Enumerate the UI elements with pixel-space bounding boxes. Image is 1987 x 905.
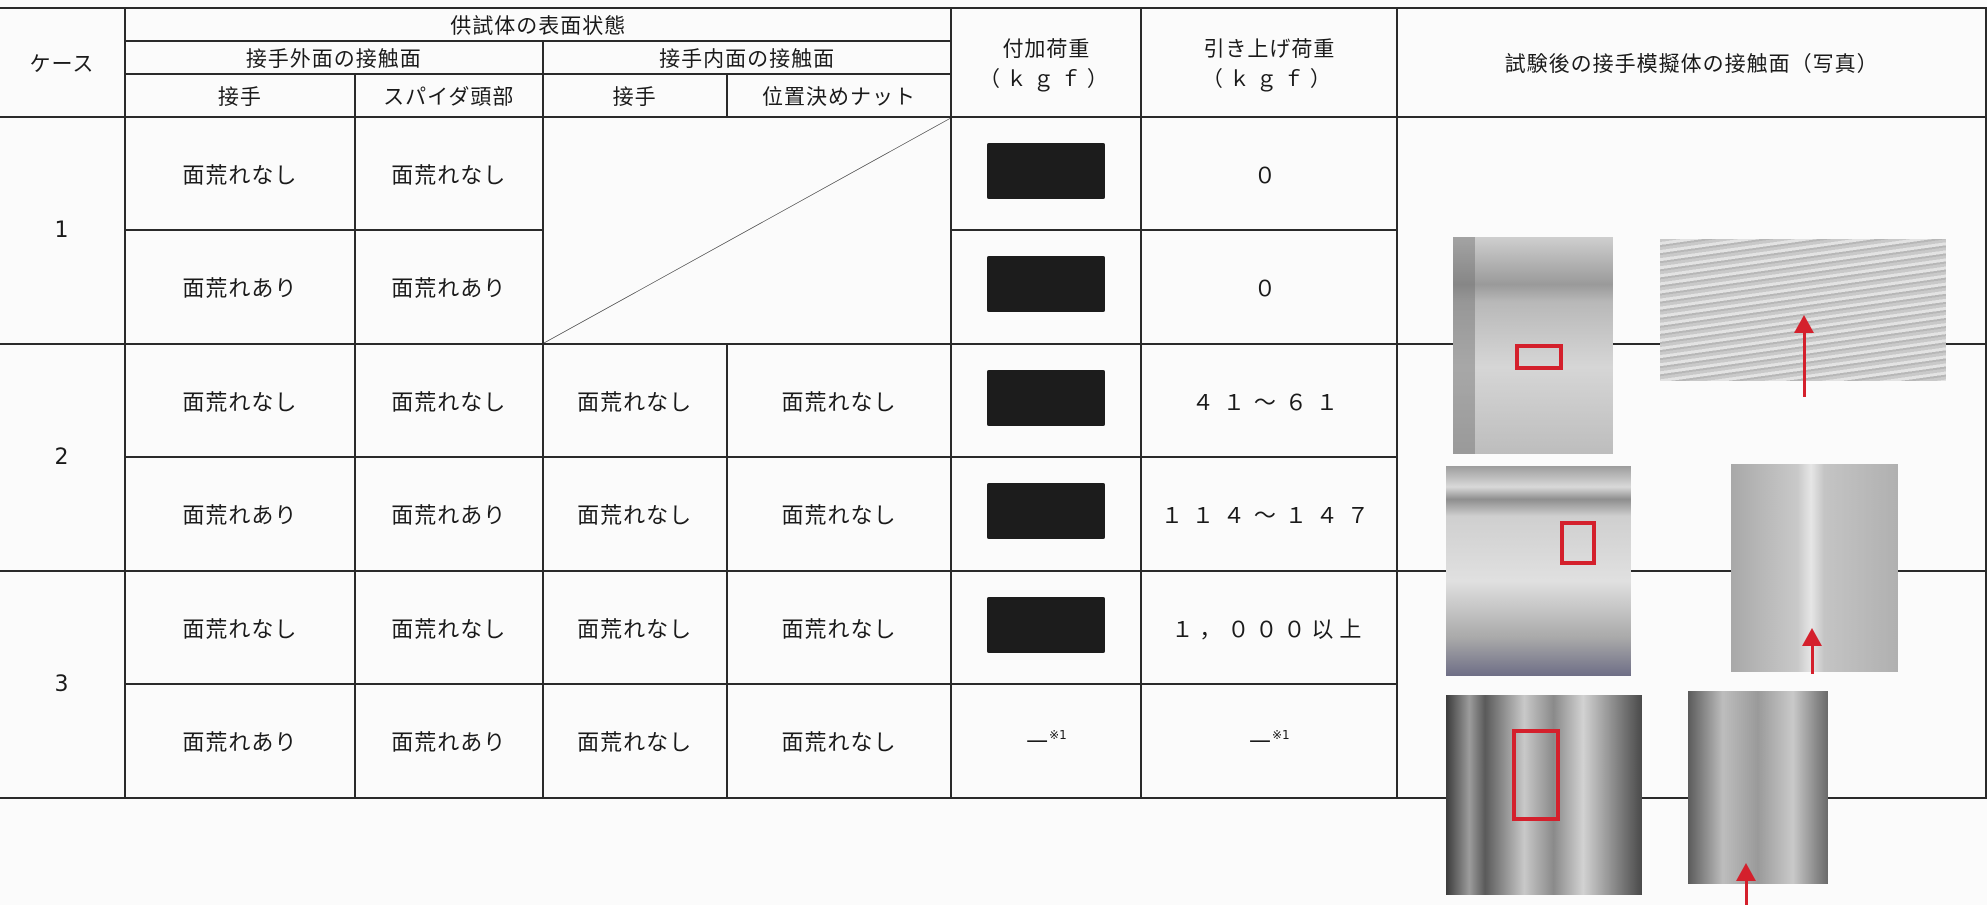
photo-cell-case1 xyxy=(1396,116,1987,454)
header-outer-contact: 接手外面の接触面 xyxy=(123,40,544,75)
header-inner-contact: 接手内面の接触面 xyxy=(541,40,953,75)
cell-inner-joint: 面荒れなし xyxy=(541,456,728,572)
cell-spider: 面荒れあり xyxy=(353,456,544,572)
marked-area xyxy=(1512,728,1561,821)
cell-applied-load: —※1 xyxy=(950,683,1143,799)
cell-spider: 面荒れなし xyxy=(353,570,544,685)
dash-value: — xyxy=(1249,728,1272,754)
results-table: ケース 供試体の表面状態 付加荷重 （ｋｇｆ） 引き上げ荷重 （ｋｇｆ） 試験後… xyxy=(0,7,1987,905)
header-joint-inner: 接手 xyxy=(541,73,728,118)
cell-pullup-load: １１４～１４７ xyxy=(1140,456,1399,572)
arrow-head xyxy=(1794,314,1815,333)
joint-shadow xyxy=(1453,236,1476,454)
cell-joint: 面荒れあり xyxy=(123,229,356,345)
cell-joint: 面荒れなし xyxy=(123,570,356,685)
cell-pullup-load: ０ xyxy=(1140,116,1399,231)
closeup-photo xyxy=(1688,690,1829,884)
applied-load-unit: （ｋｇｆ） xyxy=(978,66,1114,91)
diagonal-slash xyxy=(544,118,951,343)
pointer-arrow xyxy=(1803,322,1807,397)
header-applied-load: 付加荷重 （ｋｇｆ） xyxy=(950,7,1143,118)
case-label: 3 xyxy=(0,570,126,799)
header-spider-head: スパイダ頭部 xyxy=(353,73,544,118)
cell-joint: 面荒れなし xyxy=(123,116,356,231)
cell-joint: 面荒れなし xyxy=(123,343,356,458)
redacted-value xyxy=(987,369,1106,426)
header-surface-state: 供試体の表面状態 xyxy=(123,7,953,42)
cell-spider: 面荒れあり xyxy=(353,229,544,345)
joint-photo xyxy=(1446,465,1632,676)
joint-photo xyxy=(1453,236,1614,454)
cell-nut: 面荒れなし xyxy=(725,456,953,572)
header-pullup-load: 引き上げ荷重 （ｋｇｆ） xyxy=(1140,7,1399,118)
cell-pullup-load: １，０００以上 xyxy=(1140,570,1399,685)
case-label: 2 xyxy=(0,343,126,572)
redacted-value xyxy=(987,256,1106,312)
pullup-load-label: 引き上げ荷重 xyxy=(1203,36,1336,61)
test-results-sheet: ケース 供試体の表面状態 付加荷重 （ｋｇｆ） 引き上げ荷重 （ｋｇｆ） 試験後… xyxy=(0,7,1987,905)
case-label: 1 xyxy=(0,116,126,345)
photo-cell-case2 xyxy=(1396,343,1987,676)
cell-joint: 面荒れあり xyxy=(123,683,356,799)
pointer-arrow xyxy=(1811,635,1815,674)
arrow-head xyxy=(1736,862,1757,881)
cell-nut: 面荒れなし xyxy=(725,343,953,458)
cell-applied-load xyxy=(950,343,1143,458)
cell-pullup-load: ０ xyxy=(1140,229,1399,345)
cell-inner-joint: 面荒れなし xyxy=(541,683,728,799)
cell-inner-joint: 面荒れなし xyxy=(541,343,728,458)
cell-spider: 面荒れなし xyxy=(353,116,544,231)
not-applicable-cell xyxy=(541,116,953,345)
cell-applied-load xyxy=(950,570,1143,685)
header-positioning-nut: 位置決めナット xyxy=(725,73,953,118)
cell-pullup-load: —※1 xyxy=(1140,683,1399,799)
header-case: ケース xyxy=(0,7,126,118)
cell-spider: 面荒れなし xyxy=(353,343,544,458)
header-photo: 試験後の接手模擬体の接触面（写真） xyxy=(1396,7,1987,118)
cell-nut: 面荒れなし xyxy=(725,683,953,799)
cell-applied-load xyxy=(950,229,1143,345)
redacted-value xyxy=(987,596,1106,653)
cell-spider: 面荒れあり xyxy=(353,683,544,799)
header-joint: 接手 xyxy=(123,73,356,118)
footnote-mark: ※1 xyxy=(1049,728,1067,743)
pullup-load-unit: （ｋｇｆ） xyxy=(1201,66,1337,91)
arrow-head xyxy=(1802,627,1823,646)
cell-applied-load xyxy=(950,456,1143,572)
cell-inner-joint: 面荒れなし xyxy=(541,570,728,685)
cell-nut: 面荒れなし xyxy=(725,570,953,685)
cell-applied-load xyxy=(950,116,1143,231)
cell-pullup-load: ４１～６１ xyxy=(1140,343,1399,458)
redacted-value xyxy=(987,483,1106,539)
marked-area xyxy=(1560,520,1597,565)
redacted-value xyxy=(987,142,1106,199)
dash-value: — xyxy=(1026,728,1050,754)
marked-area xyxy=(1515,343,1564,370)
applied-load-label: 付加荷重 xyxy=(1002,36,1091,61)
cell-joint: 面荒れあり xyxy=(123,456,356,572)
footnote-mark: ※1 xyxy=(1272,728,1290,743)
